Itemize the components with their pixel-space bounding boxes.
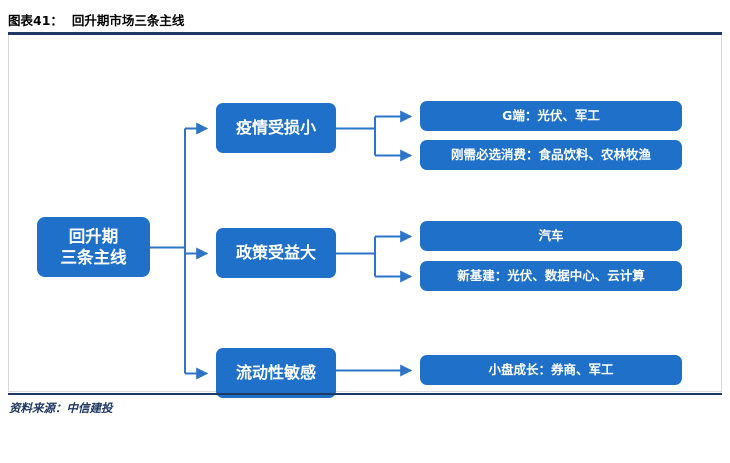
footer-divider: [8, 393, 722, 395]
node-root-line1: 回升期: [68, 226, 119, 246]
node-root[interactable]: 回升期 三条主线: [37, 217, 150, 277]
source-label: 资料来源：中信建投: [9, 401, 113, 415]
node-leaf-g-end[interactable]: G端：光伏、军工: [420, 101, 682, 131]
node-branch-pandemic-resilient[interactable]: 疫情受损小: [216, 103, 336, 153]
node-leaf-small-cap-growth[interactable]: 小盘成长：券商、军工: [420, 355, 682, 385]
node-leaf-staple-consumption[interactable]: 刚需必选消费：食品饮料、农林牧渔: [420, 140, 682, 170]
page-title: 回升期市场三条主线: [71, 12, 185, 28]
node-branch-liquidity-sensitive[interactable]: 流动性敏感: [216, 348, 336, 398]
node-root-line2: 三条主线: [60, 248, 127, 267]
node-leaf-automobile[interactable]: 汽车: [420, 221, 682, 251]
node-leaf-new-infrastructure[interactable]: 新基建：光伏、数据中心、云计算: [420, 261, 682, 291]
diagram-frame: [8, 35, 722, 392]
figure-number-label: 图表41：: [8, 12, 63, 28]
node-branch-policy-beneficiary[interactable]: 政策受益大: [216, 228, 336, 278]
figure-title-row: 图表41： 回升期市场三条主线: [8, 8, 722, 30]
diagram-canvas: 回升期 三条主线 疫情受损小 政策受益大 流动性敏感 G端：光伏、军工 刚需必选…: [0, 35, 730, 398]
title-divider: [8, 32, 722, 35]
figure-container: 图表41： 回升期市场三条主线: [0, 8, 730, 415]
